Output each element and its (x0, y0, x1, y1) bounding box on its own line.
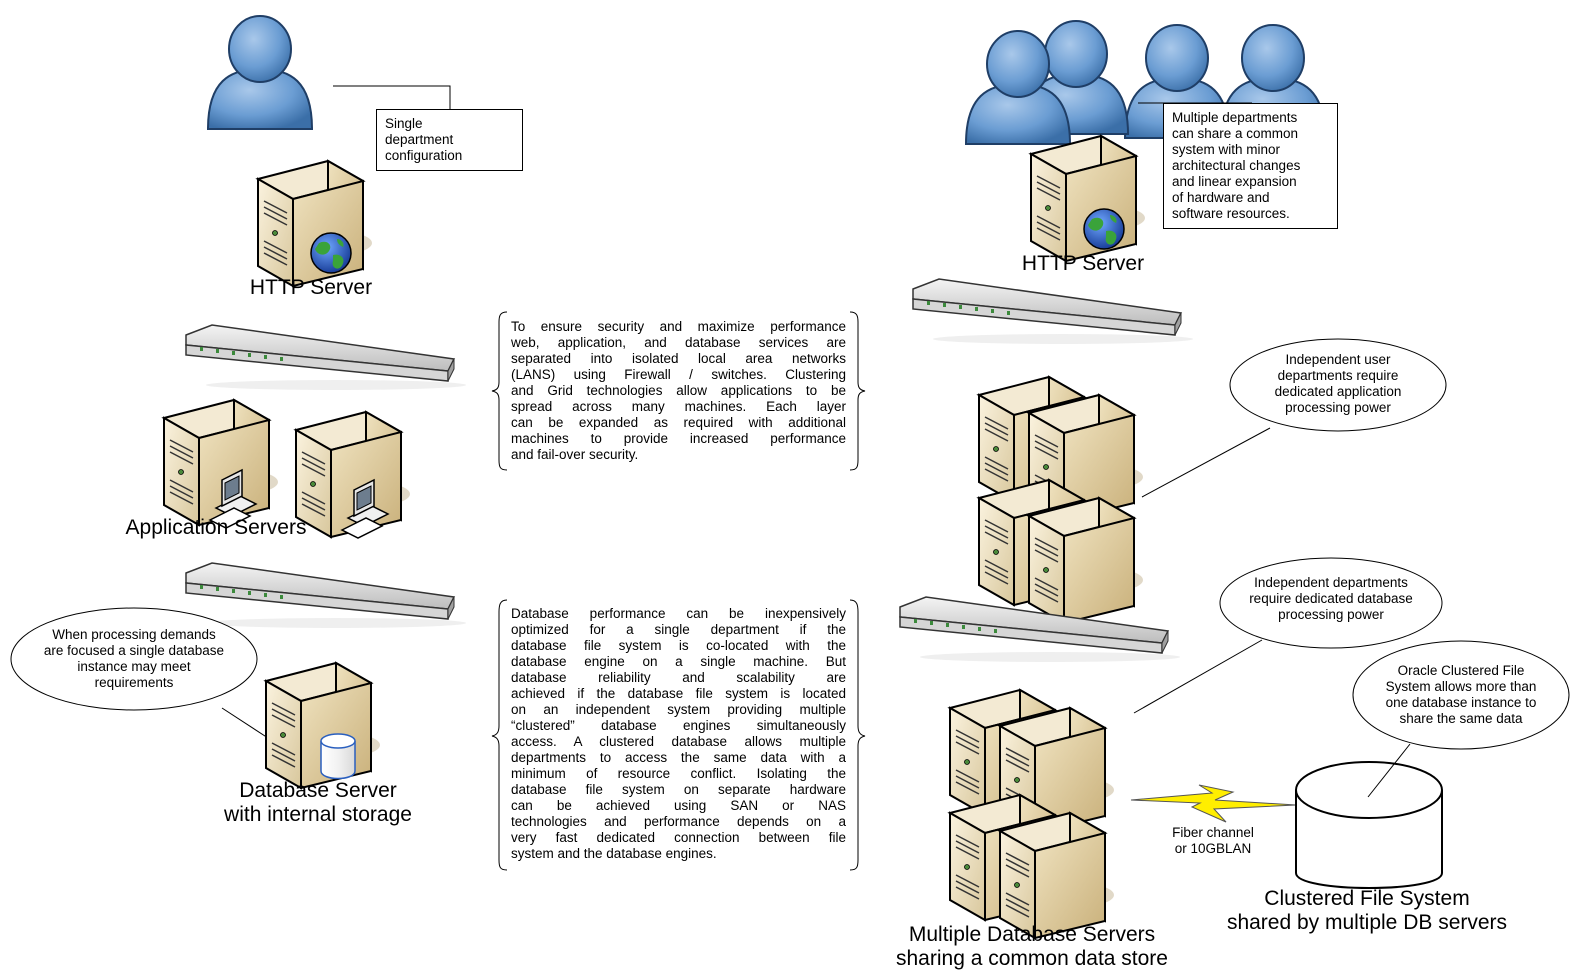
paragraph-line: database reliability and scalability are (511, 670, 846, 685)
paragraph-line: very fast dedicated connection between f… (511, 830, 846, 845)
database-description: Database performance can be inexpensivel… (511, 606, 846, 862)
note-line: department (385, 132, 454, 147)
callout-line: departments require (1277, 368, 1399, 383)
paragraph-line: and Grid technologies allow applications… (511, 383, 846, 398)
multiple-departments-note: Multiple departments can share a common … (1163, 103, 1338, 229)
paragraph-line: machines to provide increased performanc… (511, 431, 846, 446)
app-callout-bubble (1229, 338, 1447, 432)
paragraph-line: To ensure security and maximize performa… (511, 319, 846, 334)
callout-line: processing power (1285, 400, 1391, 415)
paragraph-line: database file system is co-located with … (511, 638, 846, 653)
fiber-link-bolt-icon (1130, 784, 1297, 823)
db-callout-text: Independent departments require dedicate… (1221, 575, 1441, 623)
paragraph-line: can be achieved using SAN or NAS (511, 798, 846, 813)
paragraph-line: database file system on separate hardwar… (511, 782, 846, 797)
single-user-icon (207, 15, 313, 130)
left-db-callout-text: When processing demands are focused a si… (14, 627, 254, 691)
note-line: Single (385, 116, 423, 131)
label-line: or 10GBLAN (1174, 841, 1252, 856)
clustered-file-system-label: Clustered File System shared by multiple… (1197, 887, 1537, 935)
label-line: with internal storage (224, 803, 412, 826)
left-switch-1-icon (185, 324, 467, 391)
application-servers-label: Application Servers (125, 516, 307, 539)
note-line: of hardware and (1172, 190, 1270, 205)
right-switch-1-icon (912, 278, 1194, 345)
paragraph-line: database engine on a single machine. But (511, 654, 846, 669)
paragraph-line: web, application, and database services … (511, 335, 846, 350)
left-switch-2-icon (185, 562, 467, 629)
paragraph-line: on an independent system providing multi… (511, 702, 846, 717)
callout-line: System allows more than (1385, 679, 1537, 694)
db-callout-bubble (1219, 557, 1443, 649)
cfs-callout-text: Oracle Clustered File System allows more… (1356, 663, 1566, 727)
note-line: and linear expansion (1172, 174, 1297, 189)
fiber-link-label: Fiber channel or 10GBLAN (1153, 825, 1273, 857)
callout-line: share the same data (1399, 711, 1523, 726)
callout-line: requirements (94, 675, 174, 690)
note-line: software resources. (1172, 206, 1290, 221)
left-http-server-label: HTTP Server (249, 276, 373, 299)
label-line: Multiple Database Servers (908, 923, 1156, 946)
paragraph-line: “clustered” database engines simultaneou… (511, 718, 846, 733)
left-http-server-icon (257, 160, 373, 287)
callout-line: dedicated application (1274, 384, 1402, 399)
label-line: Clustered File System (1264, 887, 1470, 910)
paragraph-line: technologies and performance depends on … (511, 814, 846, 829)
left-db-callout-pointer (221, 707, 269, 739)
paragraph-line: minimum of resource conflict. Isolating … (511, 766, 846, 781)
left-database-server-icon (265, 662, 381, 789)
multiple-database-servers-label: Multiple Database Servers sharing a comm… (862, 923, 1202, 971)
left-database-server-label: Database Server with internal storage (188, 779, 448, 827)
paragraph-line: optimized for a single department if the (511, 622, 846, 637)
note-line: architectural changes (1172, 158, 1301, 173)
callout-line: When processing demands (52, 627, 216, 642)
right-http-server-icon (1030, 135, 1146, 262)
paragraph-line: system and the database engines. (511, 846, 717, 861)
single-department-note: Single department configuration (376, 109, 523, 171)
callout-line: instance may meet (77, 659, 191, 674)
paragraph-line: and fail-over security. (511, 447, 639, 462)
db-server-cluster-icon (949, 689, 1115, 939)
paragraph-line: spread across many machines. Each layer (511, 399, 846, 414)
note-line: Multiple departments (1172, 110, 1298, 125)
callout-line: one database instance to (1385, 695, 1537, 710)
label-line: sharing a common data store (896, 947, 1168, 970)
label-line: shared by multiple DB servers (1226, 911, 1508, 934)
callout-line: Independent departments (1254, 575, 1408, 590)
paragraph-line: can be expanded as required with additio… (511, 415, 846, 430)
callout-line: are focused a single database (43, 643, 225, 658)
db-callout-pointer (1133, 639, 1263, 714)
network-text-brace (491, 311, 866, 471)
left-db-callout-bubble (10, 607, 258, 711)
app-server-cluster-icon (978, 376, 1144, 624)
label-line: Fiber channel (1172, 825, 1254, 840)
paragraph-line: access. A clustered database allows mult… (511, 734, 846, 749)
cfs-callout-bubble (1352, 640, 1570, 750)
database-text-brace (491, 599, 866, 871)
paragraph-line: achieved if the database file system is … (511, 686, 846, 701)
cfs-callout-pointer (1367, 743, 1411, 798)
note-line: system with minor (1172, 142, 1281, 157)
callout-line: Oracle Clustered File (1397, 663, 1525, 678)
app-server-1-icon (163, 399, 279, 529)
paragraph-line: (LANS) using Firewall / switches. Cluste… (511, 367, 846, 382)
label-line: Database Server (239, 779, 397, 802)
clustered-file-system-icon (1295, 761, 1443, 889)
callout-line: Independent user (1285, 352, 1391, 367)
note-line: can share a common (1172, 126, 1299, 141)
callout-line: processing power (1278, 607, 1384, 622)
right-http-server-label: HTTP Server (1021, 252, 1145, 275)
user-note-connector (333, 85, 451, 109)
paragraph-line: departments to access the same data with… (511, 750, 846, 765)
callout-line: require dedicated database (1249, 591, 1413, 606)
network-description: To ensure security and maximize performa… (511, 319, 846, 463)
app-callout-text: Independent user departments require ded… (1238, 352, 1438, 416)
app-callout-pointer (1141, 427, 1271, 498)
paragraph-line: separated into isolated local area netwo… (511, 351, 846, 366)
note-line: configuration (385, 148, 463, 163)
paragraph-line: Database performance can be inexpensivel… (511, 606, 846, 621)
